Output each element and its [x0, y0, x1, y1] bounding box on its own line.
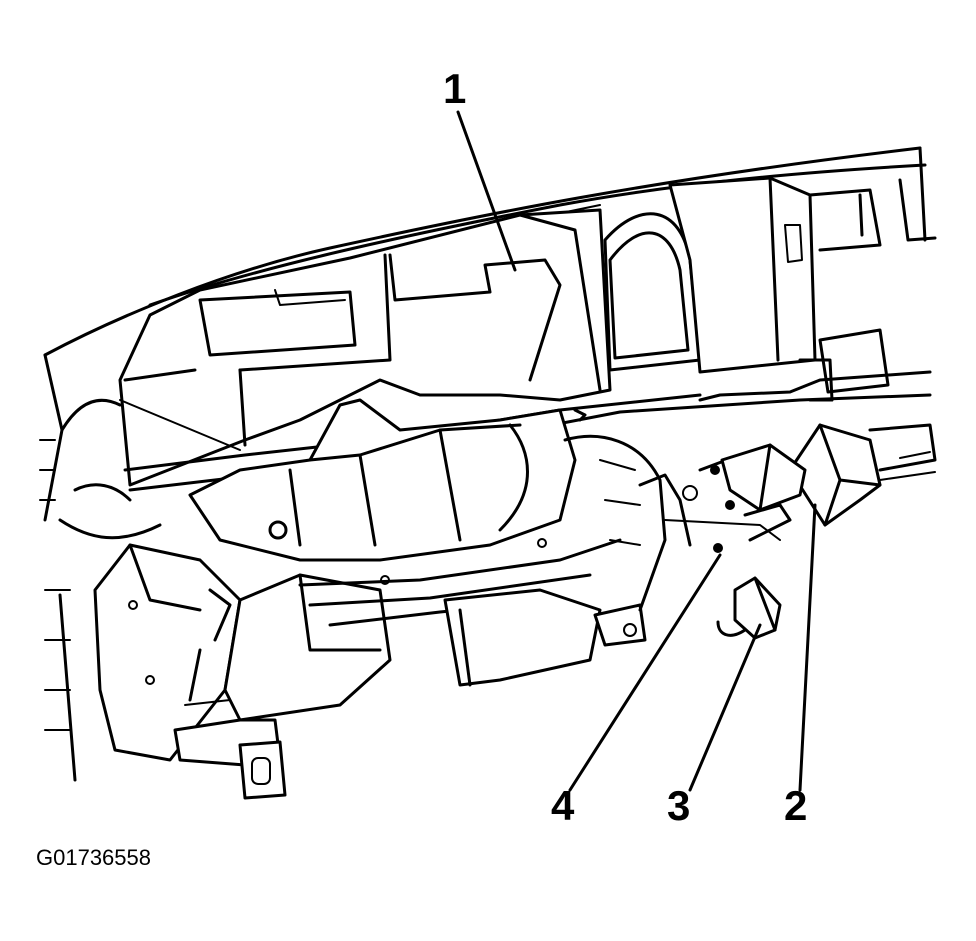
right-side-structure [798, 178, 937, 402]
figure-id: G01736558 [36, 845, 151, 870]
leader-lines [456, 110, 817, 792]
callout-2: 2 [784, 782, 807, 829]
upper-duct-housing [118, 208, 612, 487]
module-item-2 [788, 423, 882, 527]
callout-4: 4 [551, 782, 575, 829]
left-end-structure [39, 398, 162, 782]
callout-1: 1 [443, 65, 466, 112]
callout-3: 3 [667, 782, 690, 829]
leader-1 [456, 110, 517, 272]
lower-support-bracket [173, 573, 392, 800]
clip-item-3 [716, 576, 782, 640]
leader-3 [688, 623, 762, 792]
hvac-module [188, 398, 577, 562]
bracket-item-4 [720, 443, 807, 542]
leader-4 [568, 553, 722, 792]
center-vent [603, 176, 817, 374]
callouts: 1 2 3 4 [443, 65, 807, 829]
steering-column-area [563, 434, 782, 612]
lower-center-housing [298, 538, 647, 687]
leader-2 [798, 503, 817, 792]
